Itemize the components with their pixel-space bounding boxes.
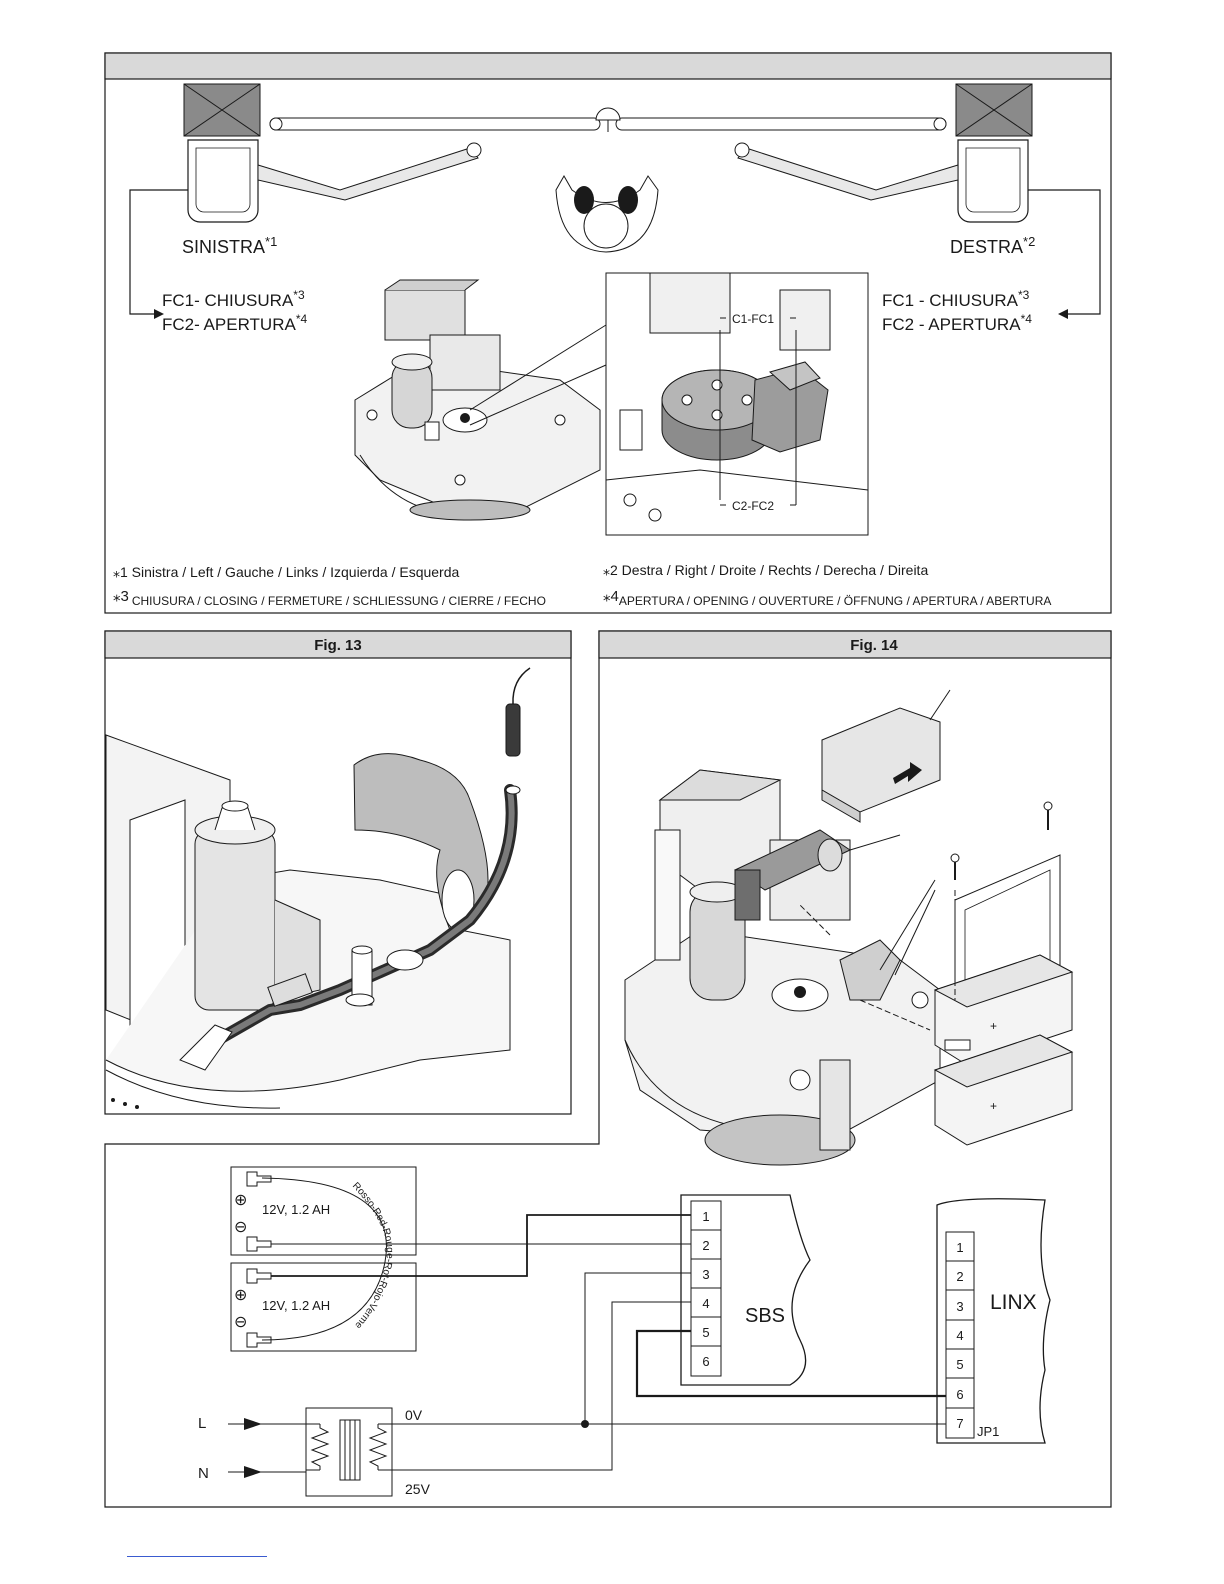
- fig14-title: Fig. 14: [850, 637, 898, 654]
- detail-c1-label: C1-FC1: [732, 312, 774, 326]
- svg-text:+: +: [990, 1099, 997, 1113]
- wires: [271, 1214, 946, 1471]
- linx-terminal-block: [945, 1231, 975, 1439]
- jp1-label: JP1: [977, 1424, 999, 1439]
- footnote-2: ⁎2 Destra / Right / Droite / Rechts / De…: [603, 562, 928, 578]
- sbs-terminal: 4: [702, 1296, 709, 1311]
- bottom-rule-link: [127, 1556, 267, 1557]
- right-fc1-label: FC1 - CHIUSURA*3: [882, 288, 1030, 310]
- limit-switch-detail: C1-FC1 C2-FC2: [605, 272, 869, 536]
- input-N-label: N: [198, 1465, 209, 1482]
- footnote-4: ⁎4APERTURA / OPENING / OUVERTURE / ÖFFNU…: [603, 588, 1051, 608]
- gate-leaves: [269, 107, 947, 132]
- battery-2-plus: ⊕: [234, 1287, 247, 1304]
- linx-terminal: 2: [956, 1269, 963, 1284]
- sbs-terminal-block: [690, 1200, 722, 1377]
- linx-terminal: 3: [956, 1299, 963, 1314]
- left-fc2-label: FC2- APERTURA*4: [162, 312, 307, 334]
- output-0v-label: 0V: [405, 1407, 423, 1423]
- sbs-terminal: 5: [702, 1325, 709, 1340]
- motor-unit-illustration: [354, 279, 607, 521]
- linx-label: LINX: [990, 1291, 1037, 1314]
- battery-2-rating: 12V, 1.2 AH: [262, 1298, 330, 1313]
- fig13-illustration: [105, 667, 531, 1109]
- right-fc2-label: FC2 - APERTURA*4: [882, 312, 1032, 334]
- svg-text:+: +: [990, 1019, 997, 1033]
- left-fc-arrow: [129, 189, 188, 315]
- top-panel-header: [104, 52, 1112, 80]
- red-bridge-wire: [261, 1177, 387, 1341]
- sbs-terminal: 2: [702, 1238, 709, 1253]
- linx-terminal: 1: [956, 1240, 963, 1255]
- linx-terminal: 6: [956, 1387, 963, 1402]
- right-side-label: DESTRA*2: [950, 234, 1035, 257]
- left-post: [183, 83, 261, 137]
- fig13-panel: Fig. 13: [104, 630, 572, 1115]
- linx-terminal: 7: [956, 1416, 963, 1431]
- left-fc1-label: FC1- CHIUSURA*3: [162, 288, 305, 310]
- fig14-illustration: + +: [624, 689, 1074, 1166]
- person-icon: [555, 174, 659, 253]
- top-panel: SINISTRA*1 DESTRA*2 FC1- CHIUSURA*3 FC2-…: [104, 52, 1112, 614]
- sbs-terminal: 6: [702, 1354, 709, 1369]
- sbs-terminal: 3: [702, 1267, 709, 1282]
- battery-1-minus: ⊖: [234, 1219, 247, 1236]
- linx-terminal: 4: [956, 1328, 963, 1343]
- fig13-title: Fig. 13: [314, 637, 362, 654]
- battery-1-rating: 12V, 1.2 AH: [262, 1202, 330, 1217]
- linx-terminal: 5: [956, 1357, 963, 1372]
- battery-terminals: [246, 1171, 272, 1348]
- battery-1-plus: ⊕: [234, 1192, 247, 1209]
- right-post: [955, 83, 1033, 137]
- sbs-label: SBS: [745, 1305, 785, 1327]
- footnote-1: ⁎1 Sinistra / Left / Gauche / Links / Iz…: [113, 564, 460, 580]
- transformer: [305, 1407, 393, 1497]
- output-25v-label: 25V: [405, 1481, 431, 1497]
- detail-c2-label: C2-FC2: [732, 499, 774, 513]
- battery-2-minus: ⊖: [234, 1314, 247, 1331]
- input-L-label: L: [198, 1415, 206, 1432]
- right-fc-arrow: [1028, 189, 1101, 315]
- left-operator: [187, 139, 482, 223]
- right-operator: [734, 139, 1029, 223]
- sbs-terminal: 1: [702, 1209, 709, 1224]
- left-side-label: SINISTRA*1: [182, 234, 277, 257]
